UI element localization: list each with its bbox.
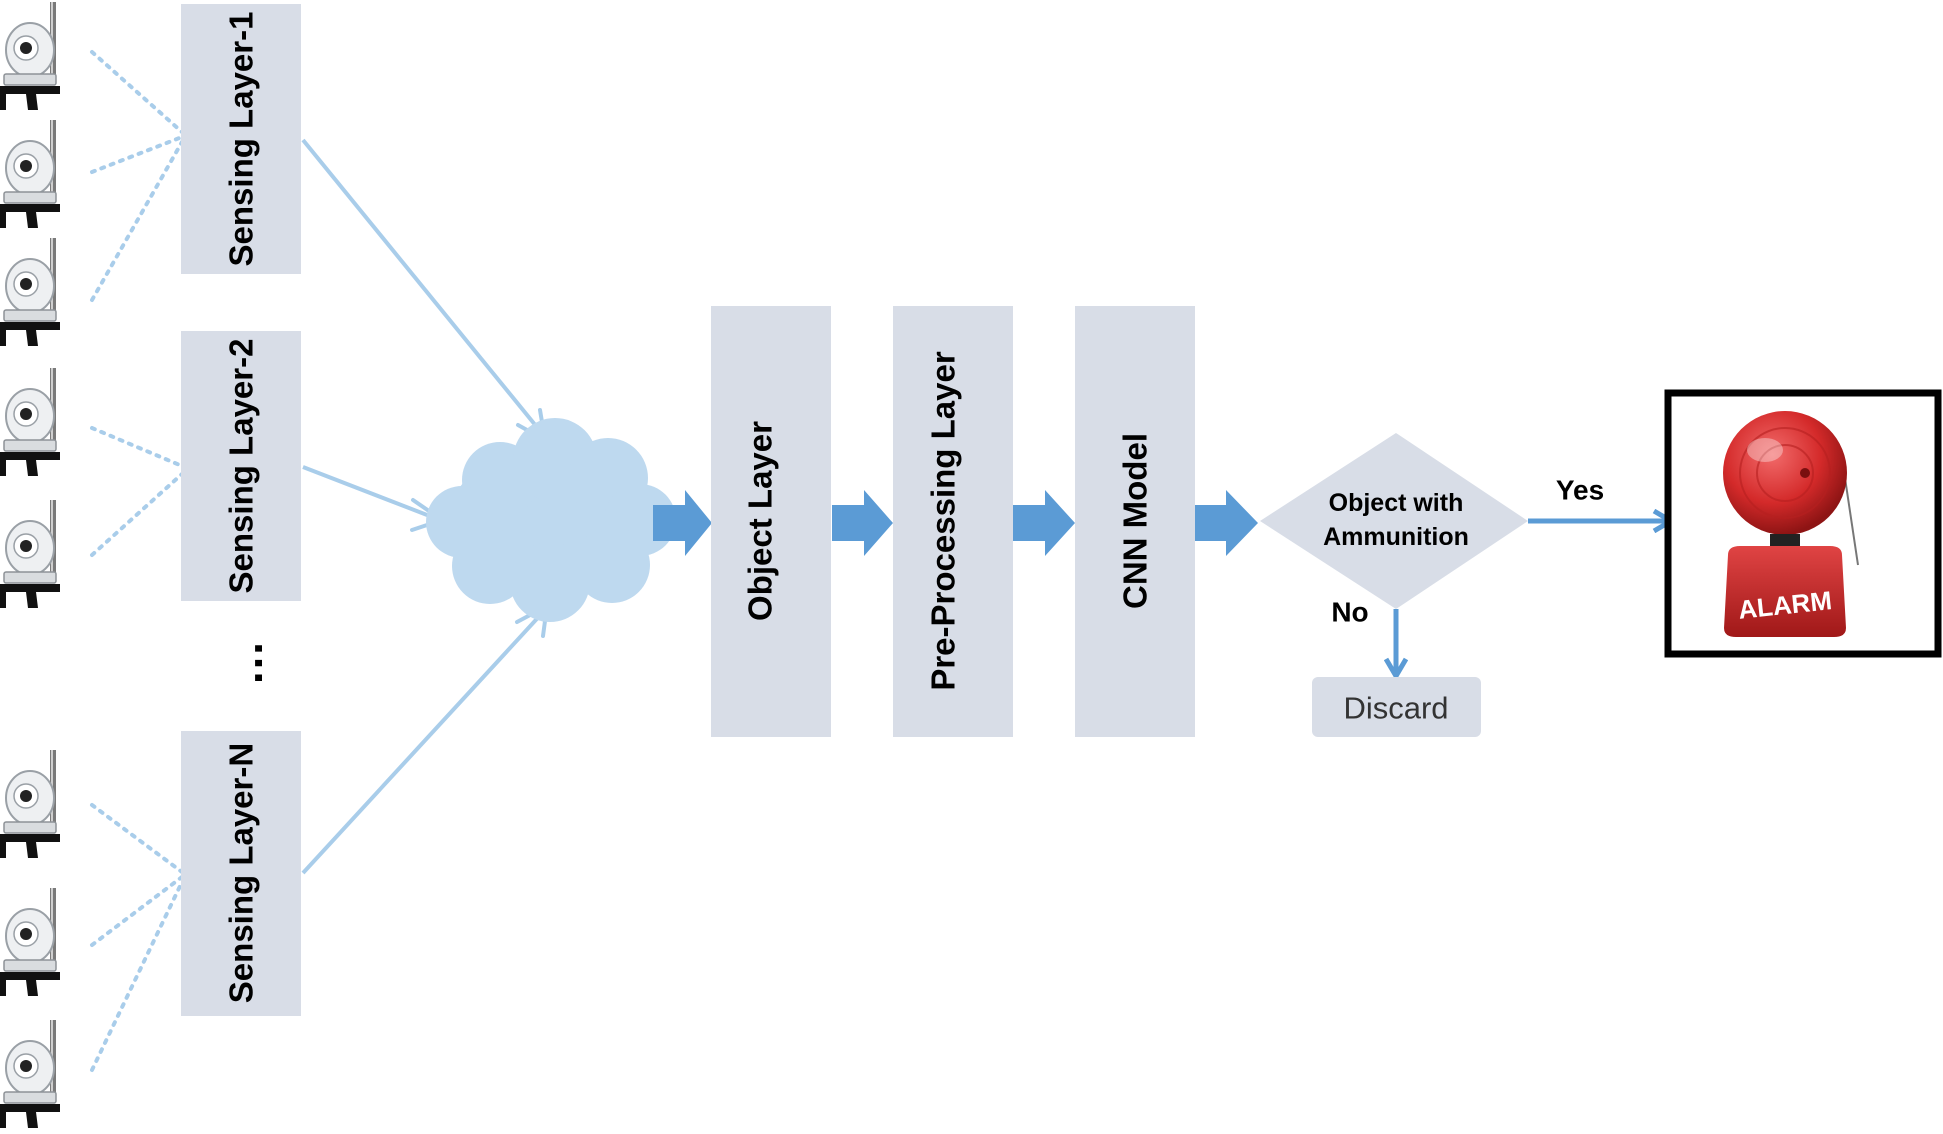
- ip-camera-icon: [0, 1019, 61, 1129]
- cnn-model-label: CNN Model: [1117, 433, 1154, 609]
- alarm-bell-icon: ALARM: [1723, 411, 1859, 637]
- preprocessing-layer-box: Pre-Processing Layer: [893, 306, 1013, 737]
- ip-camera-icon: [0, 499, 61, 609]
- discard-box: Discard: [1312, 677, 1481, 737]
- no-label: No: [1331, 597, 1368, 628]
- ip-camera-icon: [0, 749, 61, 859]
- sensing-layer-label: Sensing Layer-N: [223, 743, 260, 1003]
- cloud-icon: [426, 418, 676, 622]
- camera-connectors: [90, 50, 184, 1072]
- ip-camera-icon: [0, 1, 61, 111]
- preprocessing-to-cnn-arrow: [1013, 490, 1075, 556]
- sensing-layer-n: Sensing Layer-N: [181, 731, 301, 1016]
- object-to-preprocessing-arrow: [832, 490, 893, 556]
- object-layer-box: Object Layer: [711, 306, 831, 737]
- sensing-layer-1: Sensing Layer-1: [181, 4, 301, 274]
- sensing-to-cloud-arrows: [301, 138, 545, 875]
- sensing-layer-label: Sensing Layer-1: [223, 12, 260, 267]
- yes-label: Yes: [1556, 475, 1604, 506]
- cnn-model-box: CNN Model: [1075, 306, 1195, 737]
- cnn-to-decision-arrow: [1195, 490, 1258, 556]
- cloud-to-object-arrow: [653, 490, 712, 556]
- ip-camera-icon: [0, 237, 61, 347]
- preprocessing-layer-label: Pre-Processing Layer: [925, 351, 962, 690]
- ip-camera-icon: [0, 887, 61, 997]
- decision-label-line1: Object with: [1329, 489, 1464, 517]
- ip-camera-icon: [0, 119, 61, 229]
- decision-label-line2: Ammunition: [1323, 523, 1469, 551]
- discard-label: Discard: [1343, 691, 1448, 726]
- alarm-panel: ALARM: [1664, 389, 1942, 658]
- ip-camera-icon: [0, 367, 61, 477]
- ellipsis: …: [220, 640, 272, 686]
- sensing-layer-2: Sensing Layer-2: [181, 331, 301, 601]
- object-layer-label: Object Layer: [742, 421, 779, 621]
- decision-diamond: Object with Ammunition: [1260, 433, 1528, 609]
- sensing-layer-label: Sensing Layer-2: [223, 339, 260, 594]
